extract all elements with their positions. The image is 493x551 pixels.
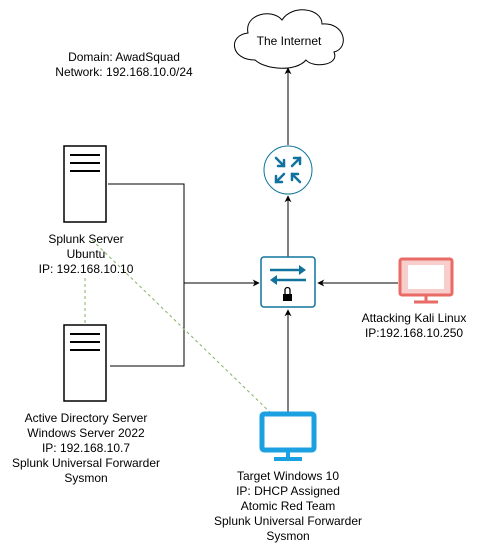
ad-server-line-3: IP: 192.168.10.7 [42,441,130,455]
target-line-3: Atomic Red Team [241,499,335,513]
monitor-icon [398,257,454,304]
splunk-server: Splunk Server Ubuntu IP: 192.168.10.10 [39,145,134,276]
router [263,145,313,195]
target-line-5: Sysmon [266,529,309,543]
ad-server-line-2: Windows Server 2022 [27,426,145,440]
log-link-target-splunk [91,239,277,419]
splunk-server-line-2: Ubuntu [67,247,106,261]
monitor-icon [259,411,317,461]
ad-server: Active Directory Server Windows Server 2… [12,324,160,485]
target-line-2: IP: DHCP Assigned [236,484,340,498]
target-line-1: Target Windows 10 [237,469,339,483]
internet-cloud: The Internet [233,9,344,69]
server-icon [63,145,107,223]
splunk-server-line-1: Splunk Server [48,232,123,246]
internet-label: The Internet [257,34,322,48]
attacker-line-2: IP:192.168.10.250 [365,326,463,340]
domain-label: Domain: AwadSquad [68,50,180,64]
link-splunk-bracket [108,183,185,367]
server-icon [63,324,107,402]
ad-server-line-4: Splunk Universal Forwarder [12,456,160,470]
ad-server-line-1: Active Directory Server [25,411,148,425]
router-icon [263,145,313,195]
splunk-server-line-3: IP: 192.168.10.10 [39,262,134,276]
network-info: Domain: AwadSquad Network: 192.168.10.0/… [55,50,193,79]
attacker-line-1: Attacking Kali Linux [362,311,467,325]
network-label: Network: 192.168.10.0/24 [55,65,193,79]
attacker-kali: Attacking Kali Linux IP:192.168.10.250 [362,257,467,340]
target-line-4: Splunk Universal Forwarder [214,514,362,528]
ad-server-line-5: Sysmon [64,471,107,485]
firewall-switch [260,256,316,308]
target-windows: Target Windows 10 IP: DHCP Assigned Atom… [214,411,362,543]
connections [84,67,398,419]
cloud-icon [233,9,344,69]
